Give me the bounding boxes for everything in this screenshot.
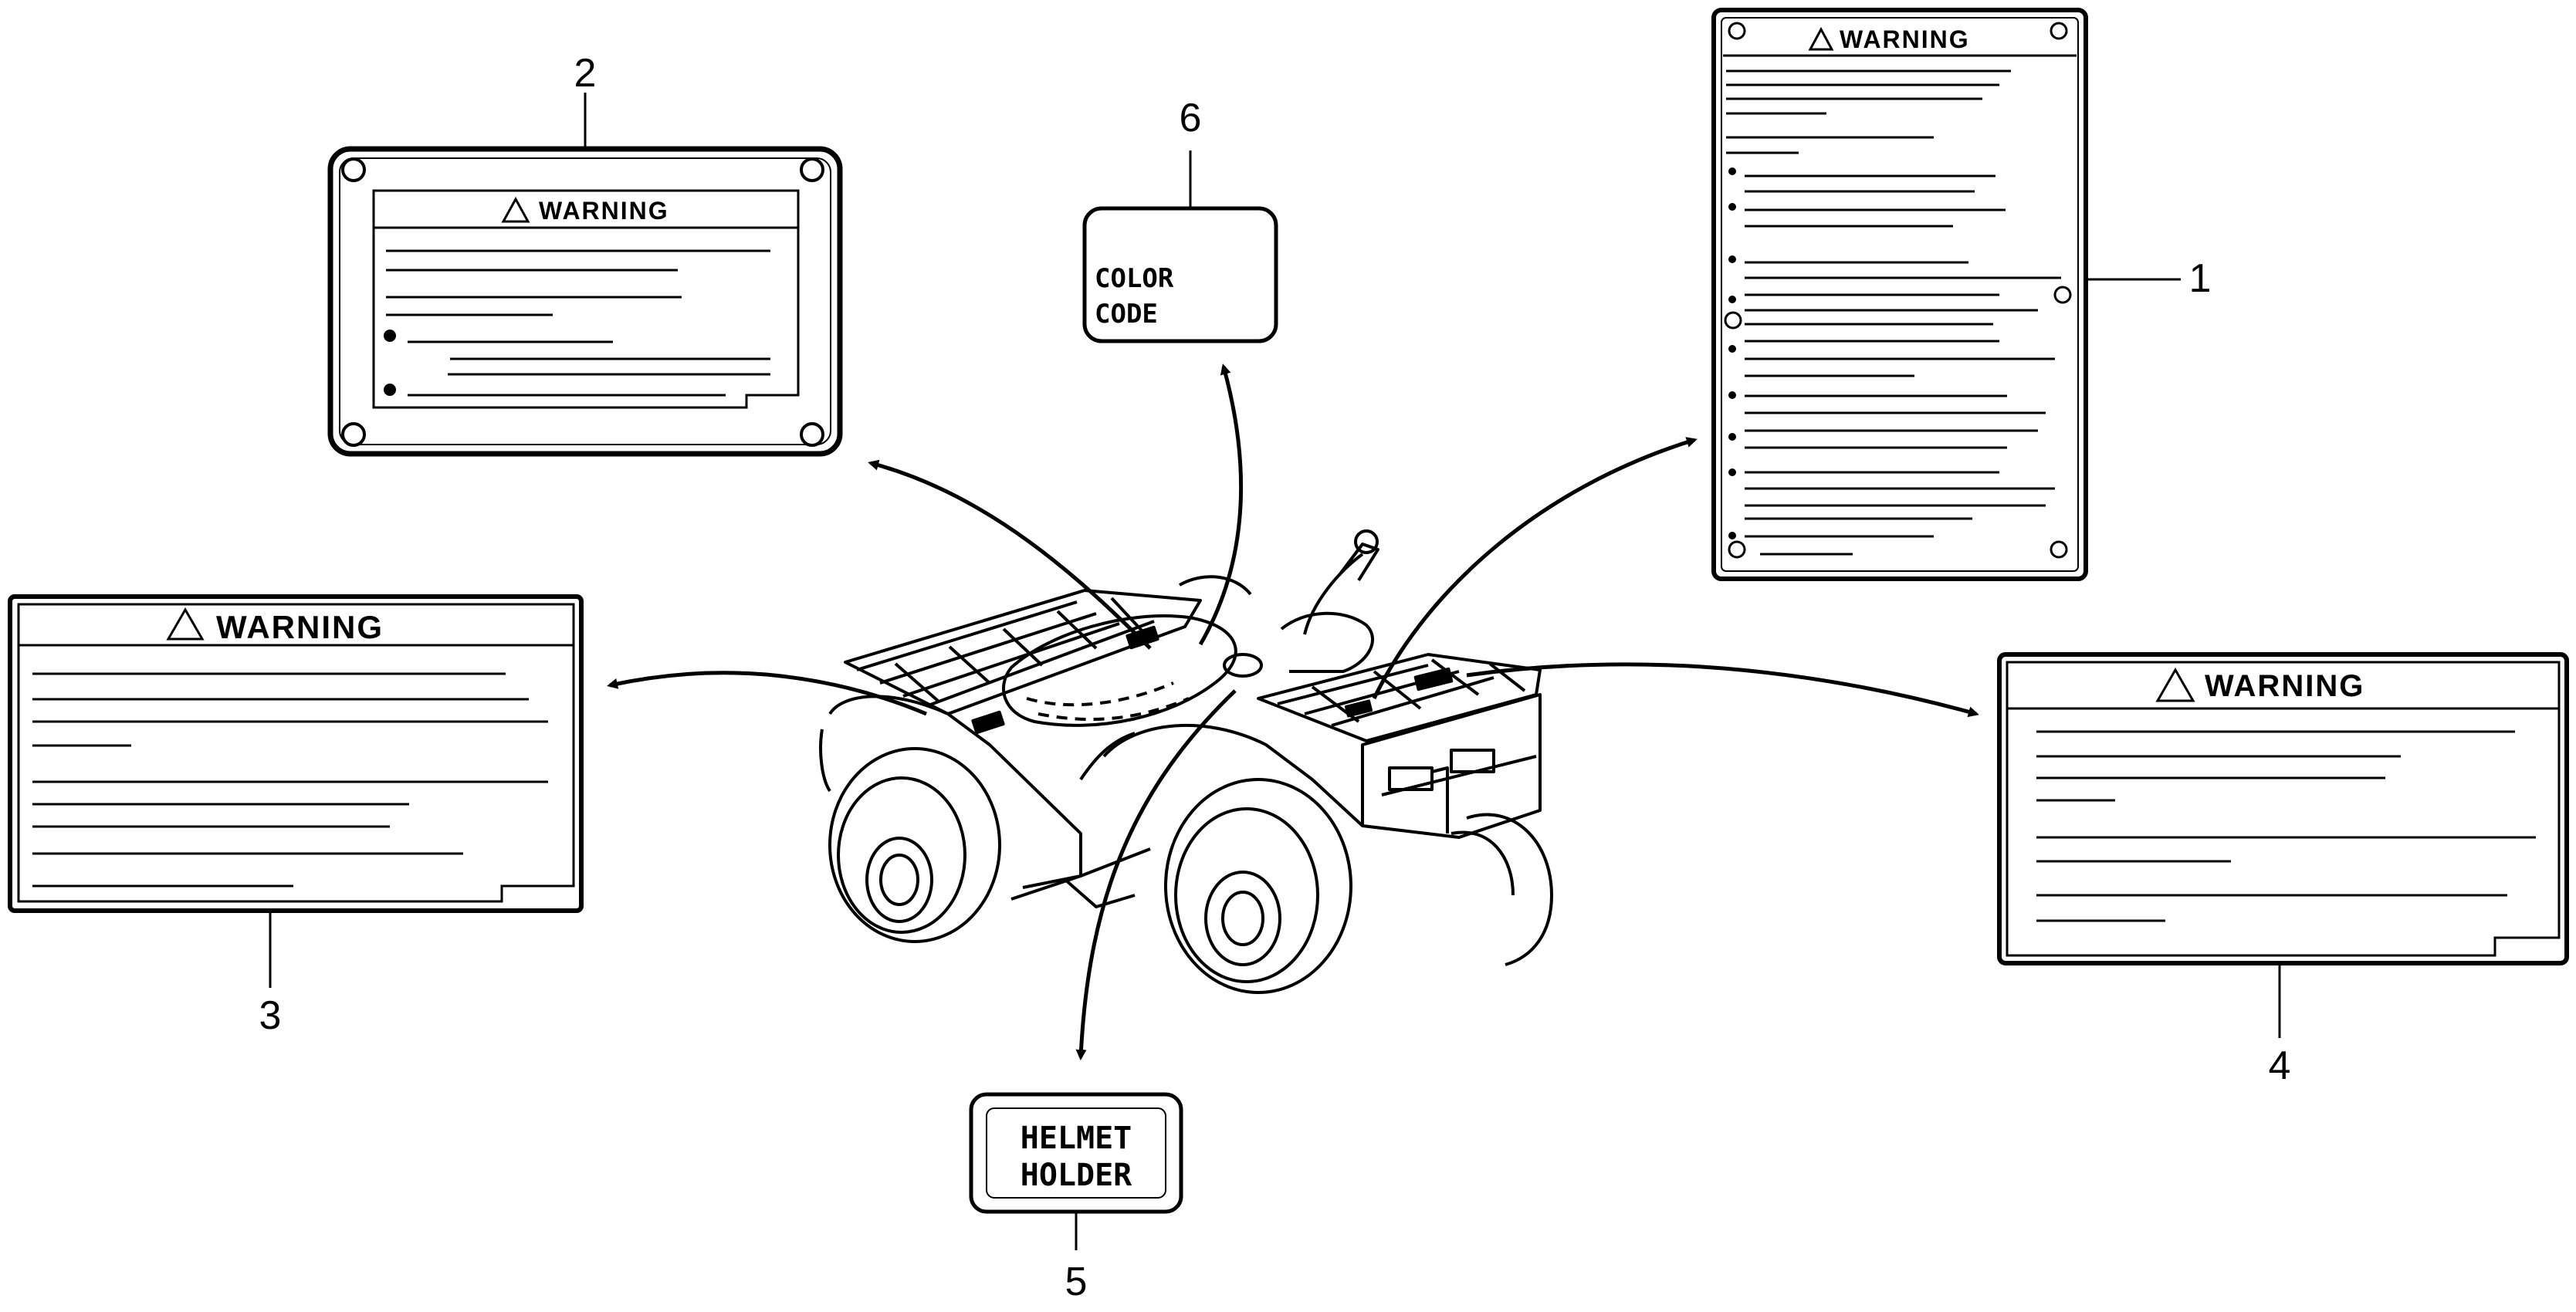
label-1-warning-title: WARNING bbox=[1840, 25, 1970, 53]
label-5: HELMET HOLDER bbox=[969, 1092, 1183, 1214]
mounting-hole bbox=[800, 422, 824, 447]
callout-number-3: 3 bbox=[259, 993, 282, 1038]
label-1: WARNING bbox=[1711, 8, 2088, 581]
mounting-hole bbox=[800, 157, 824, 182]
front-wheel-left bbox=[1164, 778, 1352, 994]
bullet-dot bbox=[1728, 203, 1736, 211]
mounting-hole bbox=[341, 422, 366, 447]
mounting-hole bbox=[1724, 311, 1742, 330]
arrow-to-label-6 bbox=[1198, 364, 1244, 646]
arrow-to-label-2 bbox=[868, 459, 1152, 650]
label-3: WARNING bbox=[8, 594, 584, 913]
rear-wheel bbox=[828, 747, 1001, 943]
label-4: WARNING bbox=[1997, 652, 2569, 965]
bullet-dot bbox=[1728, 167, 1736, 175]
bullet-dot bbox=[384, 330, 396, 342]
color-code-line2: CODE bbox=[1095, 299, 1158, 330]
mounting-hole bbox=[2053, 286, 2072, 304]
warning-triangle-icon bbox=[501, 196, 530, 223]
arrow-to-label-1 bbox=[1372, 437, 1698, 700]
seat bbox=[1002, 614, 1237, 727]
mounting-hole bbox=[2050, 540, 2068, 559]
bullet-dot bbox=[1728, 296, 1736, 303]
arrow-to-label-5 bbox=[1075, 689, 1237, 1060]
label-4-warning-title: WARNING bbox=[2205, 669, 2364, 703]
arrow-to-label-3 bbox=[607, 671, 927, 716]
bullet-dot bbox=[1728, 433, 1736, 441]
mounting-hole bbox=[341, 157, 366, 182]
bullet-dot bbox=[384, 384, 396, 396]
helmet-holder-line2: HOLDER bbox=[1021, 1158, 1132, 1193]
color-code-line1: COLOR bbox=[1095, 263, 1174, 294]
mounting-hole bbox=[2050, 22, 2068, 40]
callout-number-5: 5 bbox=[1065, 1260, 1088, 1304]
warning-triangle-icon bbox=[166, 607, 205, 641]
label-2-warning-title: WARNING bbox=[539, 197, 669, 225]
mounting-hole bbox=[1728, 22, 1746, 40]
label-6: COLOR CODE bbox=[1082, 206, 1278, 343]
helmet-holder-line1: HELMET bbox=[1021, 1121, 1132, 1156]
callout-number-4: 4 bbox=[2269, 1043, 2291, 1088]
callout-number-1: 1 bbox=[2189, 256, 2212, 301]
arrow-to-label-4 bbox=[1466, 662, 1979, 718]
bullet-dot bbox=[1728, 532, 1736, 539]
callout-number-6: 6 bbox=[1180, 96, 1202, 140]
bullet-dot bbox=[1728, 391, 1736, 399]
handlebar bbox=[1179, 529, 1379, 673]
label-2: WARNING bbox=[327, 146, 843, 457]
front-bumper bbox=[1361, 693, 1542, 839]
rear-rack bbox=[844, 589, 1202, 715]
label-3-warning-title: WARNING bbox=[216, 609, 384, 645]
callout-number-2: 2 bbox=[574, 51, 597, 96]
front-rack bbox=[1257, 653, 1542, 742]
warning-triangle-icon bbox=[1808, 26, 1834, 51]
bullet-dot bbox=[1728, 255, 1736, 263]
bullet-dot bbox=[1728, 468, 1736, 476]
mounting-hole bbox=[1728, 540, 1746, 559]
atv-illustration bbox=[819, 529, 1553, 994]
bullet-dot bbox=[1728, 345, 1736, 353]
pointer-arrows bbox=[607, 364, 1979, 1060]
front-wheel-right bbox=[1450, 813, 1553, 966]
warning-triangle-icon bbox=[2155, 667, 2195, 702]
